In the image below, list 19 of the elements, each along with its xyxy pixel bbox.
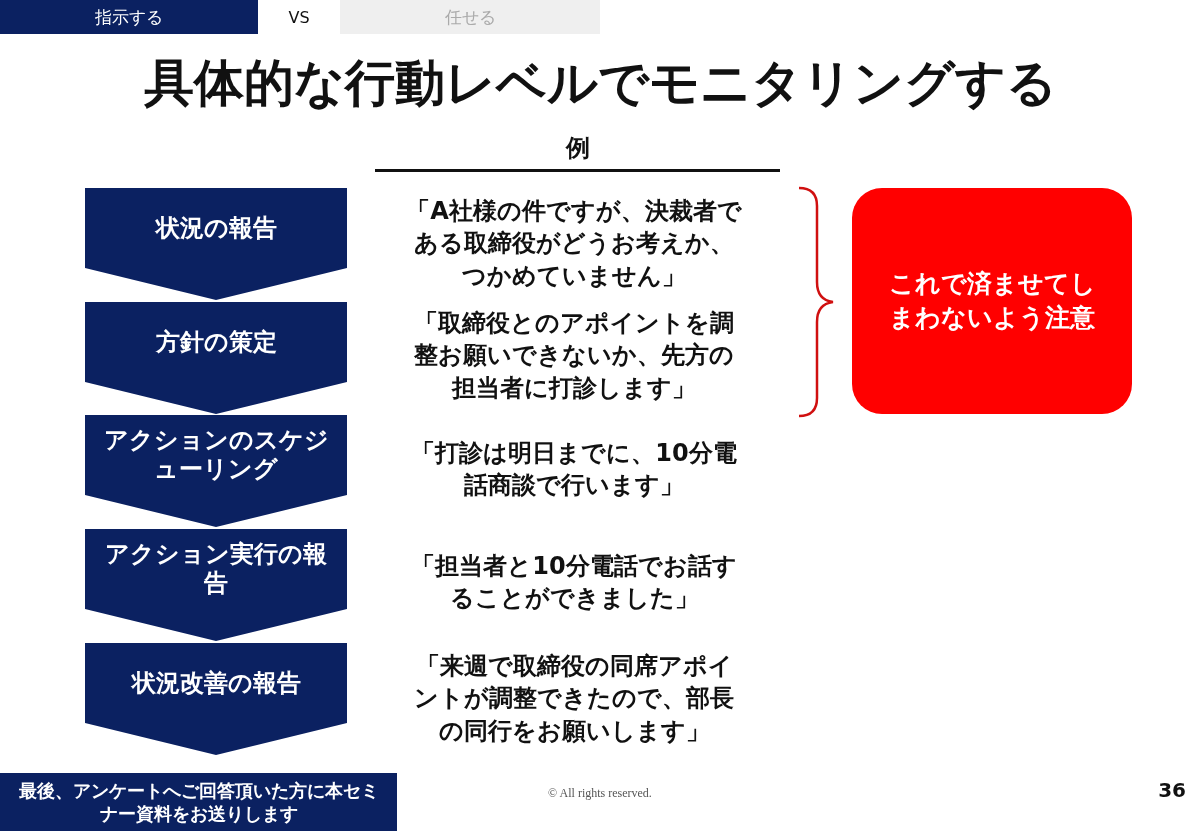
step-box: 方針の策定 bbox=[85, 302, 347, 414]
step-box: アクションのスケジューリング bbox=[85, 415, 347, 527]
page-number: 36 bbox=[1157, 778, 1186, 802]
step-box: アクション実行の報告 bbox=[85, 529, 347, 641]
tab: 任せる bbox=[340, 0, 600, 34]
example-quote: 「打診は明日までに、10分電話商談で行います」 bbox=[410, 438, 738, 502]
step-box: 状況の報告 bbox=[85, 188, 347, 300]
notice-banner: 最後、アンケートへご回答頂いた方に本セミナー資料をお送りします bbox=[0, 773, 397, 831]
example-quote: 「来週で取締役の同席アポイントが調整できたので、部長の同行をお願いします」 bbox=[413, 651, 735, 747]
slide-title: 具体的な行動レベルでモニタリングする bbox=[142, 53, 1058, 114]
copyright-note: © All rights reserved. bbox=[547, 786, 653, 801]
versus-label: VS bbox=[287, 6, 311, 29]
warning-box: これで済ませてしまわないよう注意 bbox=[852, 188, 1132, 414]
tab: 指示する bbox=[0, 0, 258, 34]
example-quote: 「取締役とのアポイントを調整お願いできないか、先方の担当者に打診します」 bbox=[413, 308, 735, 404]
column-heading: 例 bbox=[564, 133, 591, 164]
example-quote: 「A社様の件ですが、決裁者である取締役がどうお考えか、つかめていません」 bbox=[405, 196, 743, 292]
example-quote: 「担当者と10分電話でお話することができました」 bbox=[410, 551, 738, 615]
step-box: 状況改善の報告 bbox=[85, 643, 347, 755]
